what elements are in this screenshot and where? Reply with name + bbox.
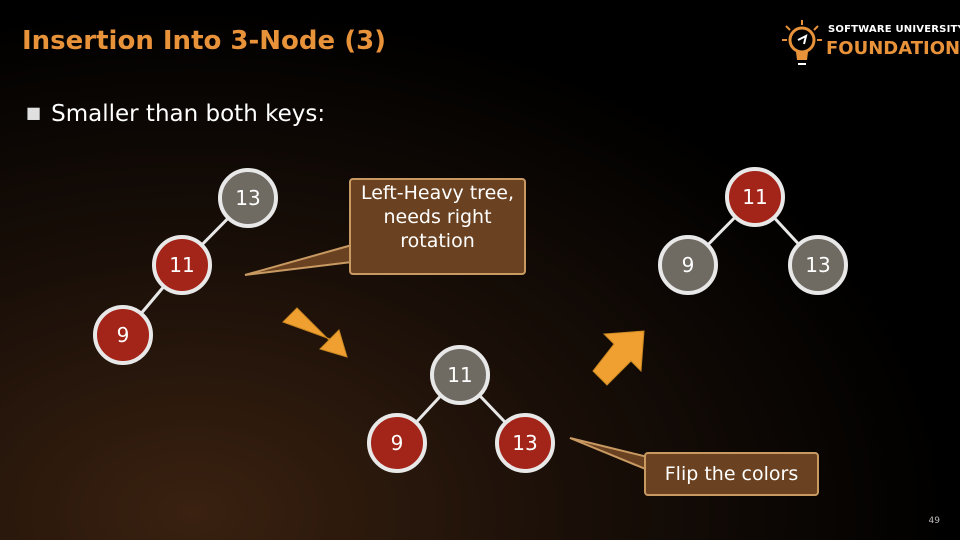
node-9-after: 9 (658, 235, 718, 295)
node-label: 9 (681, 253, 695, 277)
arrow-down-right-icon (282, 307, 348, 358)
node-11-after-red: 11 (725, 167, 785, 227)
node-13-middle-red: 13 (495, 413, 555, 473)
node-label: 9 (116, 323, 130, 347)
node-13-before: 13 (218, 168, 278, 228)
node-label: 13 (512, 431, 538, 455)
node-11-middle: 11 (430, 345, 490, 405)
callout-flip-colors: Flip the colors (644, 452, 819, 496)
arrow-up-right-icon (592, 330, 645, 386)
node-label: 11 (742, 185, 768, 209)
bullet-text: ■ Smaller than both keys: (26, 101, 325, 127)
node-13-after: 13 (788, 235, 848, 295)
node-label: 13 (235, 186, 261, 210)
node-9-middle-red: 9 (367, 413, 427, 473)
callout-left-heavy-text: Left-Heavy tree, needs right rotation (360, 182, 514, 252)
node-label: 9 (390, 431, 404, 455)
callout-left-heavy: Left-Heavy tree, needs right rotation (349, 178, 526, 275)
logo-text-bottom: FOUNDATION (826, 38, 960, 59)
lightbulb-icon (782, 20, 822, 65)
node-label: 13 (805, 253, 831, 277)
node-11-before-red: 11 (152, 235, 212, 295)
callout-pointer-left-heavy (244, 243, 353, 276)
node-label: 11 (447, 363, 473, 387)
page-title: Insertion Into 3-Node (3) (22, 26, 387, 56)
page-number: 49 (928, 516, 940, 526)
node-9-before-red: 9 (93, 305, 153, 365)
node-label: 11 (169, 253, 195, 277)
callout-flip-text: Flip the colors (664, 463, 799, 485)
software-university-logo: SOFTWARE UNIVERSITY FOUNDATION (778, 14, 960, 74)
bullet-label: Smaller than both keys: (51, 101, 326, 127)
logo-text-top: SOFTWARE UNIVERSITY (828, 24, 960, 35)
bullet-square-icon: ■ (26, 103, 42, 122)
